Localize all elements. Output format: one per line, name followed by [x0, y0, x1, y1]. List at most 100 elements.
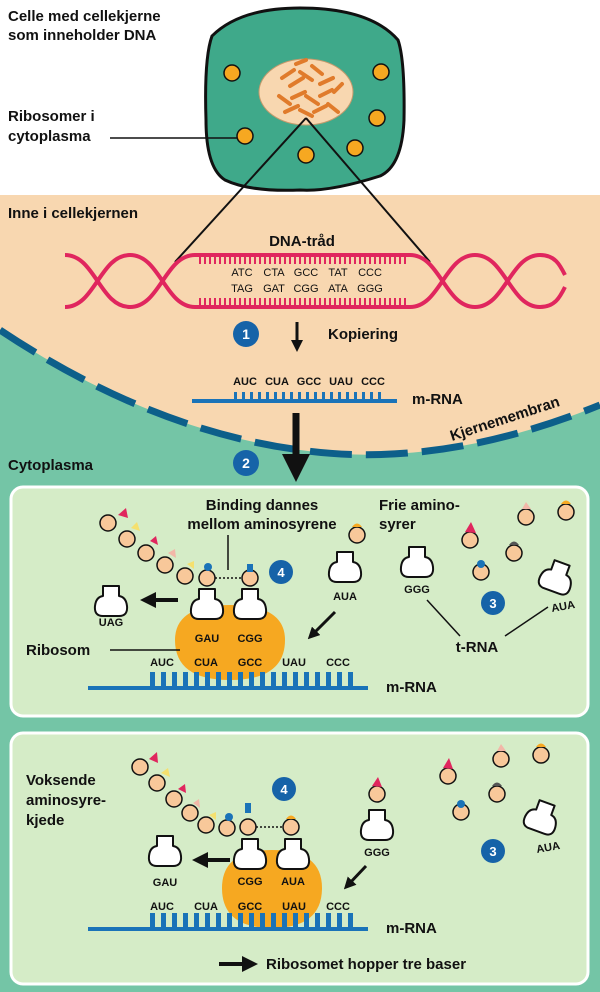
step-3-badge-panel-1: 3 [481, 591, 505, 615]
free-amino-acids [439, 743, 550, 821]
mrna-base [337, 913, 342, 928]
nucleus-mrna-codons: AUC CUA GCC UAU CCC [233, 376, 385, 388]
mrna-base [354, 392, 357, 400]
chromosome [310, 64, 324, 76]
mrna-base [238, 913, 243, 928]
mrna-codon: AUC [150, 901, 174, 913]
trna-anticodon: GAU [195, 633, 220, 645]
mrna-base [194, 913, 199, 928]
panel-1-mrna-label: m-RNA [386, 679, 437, 696]
mrna-base [260, 672, 265, 687]
trna-pointer-line [426, 599, 461, 637]
mrna-base [315, 913, 320, 928]
mrna-codon: CCC [361, 376, 385, 388]
translation-panel-2: Voksende aminosyre- kjede 4 CGG [9, 731, 590, 986]
mrna-base [370, 392, 373, 400]
nucleus-mrna-strand [192, 392, 397, 403]
incoming-arrow [343, 864, 368, 890]
chain-label-line2: aminosyre- [26, 792, 106, 809]
mrna-base [298, 392, 301, 400]
svg-text:4: 4 [277, 565, 285, 580]
free-trna-anticodon: GGG [404, 584, 430, 596]
cytoplasm-label: Cytoplasma [8, 457, 94, 474]
free-trna-anticodon: AUA [535, 840, 561, 856]
mrna-base [293, 913, 298, 928]
mrna-base [314, 392, 317, 400]
mrna-base [346, 392, 349, 400]
nucleoplasm-region [0, 195, 600, 455]
side-group-marker [352, 523, 362, 527]
chromosome [280, 68, 296, 80]
binding-label-line2: mellom aminosyrene [187, 516, 336, 533]
mrna-base [161, 913, 166, 928]
nuclear-membrane [0, 327, 600, 459]
mrna-base [227, 672, 232, 687]
side-group-marker [247, 564, 253, 572]
cell-ribosomes [223, 63, 390, 164]
mrna-base [260, 913, 265, 928]
mrna-base [338, 392, 341, 400]
mrna-base [205, 913, 210, 928]
svg-text:4: 4 [280, 782, 288, 797]
chromosome [312, 104, 328, 114]
released-trna-anticodon: GAU [153, 877, 178, 889]
dna-codon: CCC [358, 267, 382, 279]
free-amino-acids [461, 500, 575, 581]
mrna-codon: AUC [150, 657, 174, 669]
side-group-marker [118, 508, 128, 518]
side-group-marker [286, 815, 296, 819]
trna-anticodon: AUA [281, 876, 305, 888]
chromosome [332, 82, 344, 94]
svg-text:3: 3 [489, 844, 496, 859]
free-amino-label-line1: Frie amino- [379, 497, 460, 514]
mrna-codon: UAU [329, 376, 353, 388]
mrna-base [216, 672, 221, 687]
mrna-codon: CCC [326, 901, 350, 913]
dna-codon: CTA [263, 267, 285, 279]
mrna-base [234, 392, 237, 400]
mrna-base [322, 392, 325, 400]
dna-codon: GCC [294, 267, 319, 279]
trna-anticodon: CGG [237, 633, 262, 645]
mrna-base [150, 913, 155, 928]
mrna-base [282, 913, 287, 928]
chain-label-line3: kjede [26, 812, 64, 829]
zoom-line-left [174, 117, 307, 263]
chromosome [318, 76, 335, 86]
mrna-base [348, 913, 353, 928]
incoming-arrow [307, 610, 337, 640]
mrna-base [330, 392, 333, 400]
mrna-base [348, 672, 353, 687]
mrna-base [238, 672, 243, 687]
mrna-base [183, 913, 188, 928]
chromosome [326, 102, 340, 114]
mrna-base [216, 913, 221, 928]
mrna-base [242, 392, 245, 400]
mrna-base [258, 392, 261, 400]
copying-label: Kopiering [328, 326, 398, 343]
mrna-base [304, 672, 309, 687]
side-group-marker [245, 803, 251, 813]
cell-title-line2: som inneholder DNA [8, 27, 157, 44]
free-amino-label-line2: syrer [379, 516, 416, 533]
mrna-base [161, 672, 166, 687]
incoming-amino-acid [348, 526, 366, 544]
chromosome [290, 90, 307, 100]
mrna-base [271, 672, 276, 687]
mrna-codon: UAU [282, 657, 306, 669]
translation-panel-1: Binding dannes mellom aminosyrene Frie a… [9, 485, 590, 718]
inside-nucleus-label: Inne i cellekjernen [8, 205, 138, 222]
mrna-base [227, 913, 232, 928]
cell-title-line1: Celle med cellekjerne [8, 8, 161, 25]
dna-codon: GGG [357, 283, 383, 295]
incoming-trna-anticodon: AUA [333, 591, 357, 603]
mrna-base [194, 672, 199, 687]
chromosome [283, 104, 300, 114]
free-trna-anticodon: AUA [550, 599, 576, 615]
panel-1-amino-chain [99, 514, 259, 587]
panel-2-amino-chain [131, 758, 300, 837]
incoming-trna-anticodon: GGG [364, 847, 390, 859]
chromosome [298, 70, 314, 82]
mrna-base [274, 392, 277, 400]
